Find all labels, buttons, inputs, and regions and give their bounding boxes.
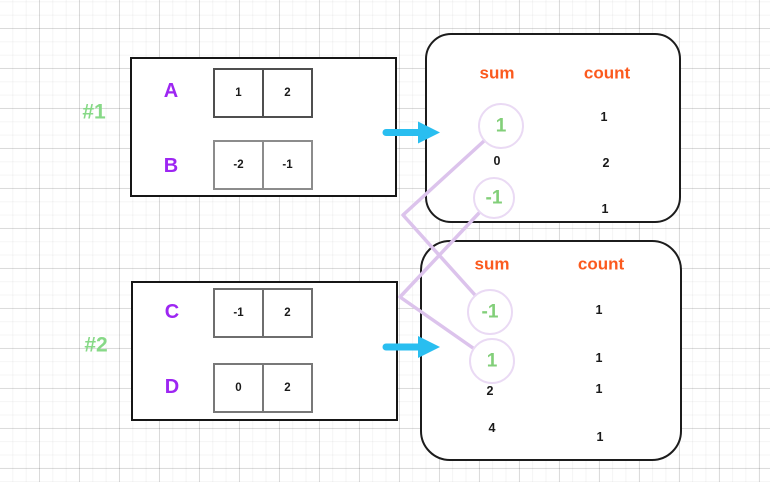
count-value: 1 [601,201,609,216]
example-1-sum-table [425,33,681,223]
array-cell: 2 [262,365,311,411]
count-header: count [583,63,631,83]
highlight-circle [478,103,524,149]
array-b-label: B [163,155,179,177]
example-1-label: #1 [82,100,106,124]
sum-value: 4 [488,420,496,435]
array-d-label: D [164,376,180,398]
count-header: count [577,254,625,274]
count-value: 2 [602,155,610,170]
count-value: 1 [600,109,608,124]
sum-value-highlighted: 1 [486,350,498,372]
array-cell: 1 [235,87,242,99]
array-cell: -2 [233,159,244,171]
count-value: 1 [595,350,603,365]
highlight-circle [469,338,515,384]
array-d-cells: 0 2 [213,363,313,413]
sum-header: sum [479,63,515,83]
array-cell: 2 [262,70,311,116]
array-c-cells: -1 2 [213,288,313,338]
sum-header: sum [474,254,510,274]
count-value: 1 [595,381,603,396]
array-a-label: A [163,80,179,102]
array-c-label: C [164,301,180,323]
example-2-sum-table [420,240,682,461]
sum-value-highlighted: 1 [495,115,507,137]
sum-value: 2 [486,383,494,398]
array-b-cells: -2 -1 [213,140,313,190]
array-cell: 2 [262,290,311,336]
array-cell: -1 [262,142,311,188]
array-cell: 0 [235,382,242,394]
sum-value-highlighted: -1 [485,187,503,209]
array-cell: -1 [233,307,244,319]
count-value: 1 [595,302,603,317]
count-value: 1 [596,429,604,444]
sum-value-highlighted: -1 [481,301,499,323]
sum-value: 0 [493,153,501,168]
array-a-cells: 1 2 [213,68,313,118]
example-2-label: #2 [84,333,108,357]
